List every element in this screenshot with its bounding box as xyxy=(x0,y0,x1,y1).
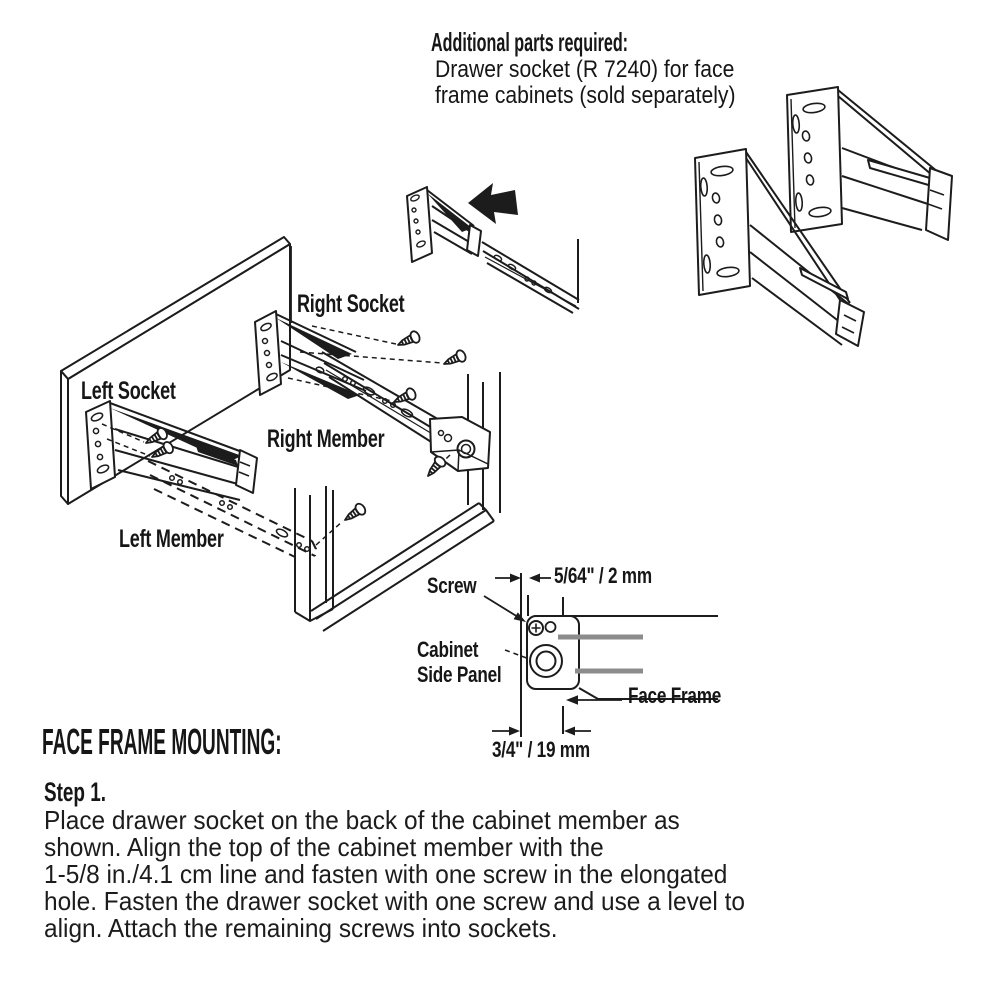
screw-label-leader xyxy=(483,595,519,618)
right-member-rail xyxy=(321,351,491,472)
instruction-line: align. Attach the remaining screws into … xyxy=(44,913,558,943)
additional-parts-line1: Drawer socket (R 7240) for face xyxy=(435,56,735,83)
additional-parts-line2: frame cabinets (sold separately) xyxy=(435,82,736,109)
left-socket-bracket xyxy=(85,400,258,501)
face-frame-label: Face Frame xyxy=(628,683,722,708)
section-heading: FACE FRAME MOUNTING: xyxy=(42,721,282,762)
offset-dimension-label: 5/64" / 2 mm xyxy=(554,563,652,588)
cabinet-side-panel-label-2: Side Panel xyxy=(417,662,502,687)
left-member-holes xyxy=(168,474,311,553)
step-title: Step 1. xyxy=(44,777,106,807)
left-member-label: Left Member xyxy=(119,525,224,553)
step-instructions: Place drawer socket on the back of the c… xyxy=(44,807,745,942)
cabinet-side-panel-label-1: Cabinet xyxy=(417,637,479,662)
insert-direction-arrow-icon xyxy=(468,183,518,224)
screw-label: Screw xyxy=(427,573,477,598)
left-drawer-socket-part xyxy=(694,148,865,347)
instruction-line: Place drawer socket on the back of the c… xyxy=(44,805,680,835)
additional-parts-title: Additional parts required: xyxy=(431,27,629,57)
mounting-assembly-figure xyxy=(60,236,556,668)
cross-section-detail xyxy=(483,573,718,737)
screw-icon xyxy=(440,347,469,371)
cabinet-back-panel xyxy=(60,236,291,505)
left-socket-label: Left Socket xyxy=(81,377,176,405)
member-rails-gray xyxy=(558,634,643,674)
right-drawer-socket-part xyxy=(786,86,953,241)
drawer-socket-parts-figure xyxy=(694,86,953,347)
dimension-arrows xyxy=(492,573,591,736)
instruction-line: 1-5/8 in./4.1 cm line and fasten with on… xyxy=(44,859,728,889)
instruction-line: hole. Fasten the drawer socket with one … xyxy=(44,886,746,916)
right-socket-bracket xyxy=(254,310,367,399)
right-socket-label: Right Socket xyxy=(297,290,405,318)
socket-hole xyxy=(529,644,563,678)
screw-icon xyxy=(422,453,449,481)
face-frame-posts xyxy=(294,372,501,632)
instruction-line: shown. Align the top of the cabinet memb… xyxy=(44,832,604,862)
socket-insertion-figure xyxy=(406,183,580,314)
thickness-dimension-label: 3/4" / 19 mm xyxy=(492,737,590,762)
screw-icon xyxy=(340,500,369,526)
screw-icon xyxy=(394,328,423,352)
right-member-label: Right Member xyxy=(267,425,385,453)
left-member-rail xyxy=(147,460,317,558)
